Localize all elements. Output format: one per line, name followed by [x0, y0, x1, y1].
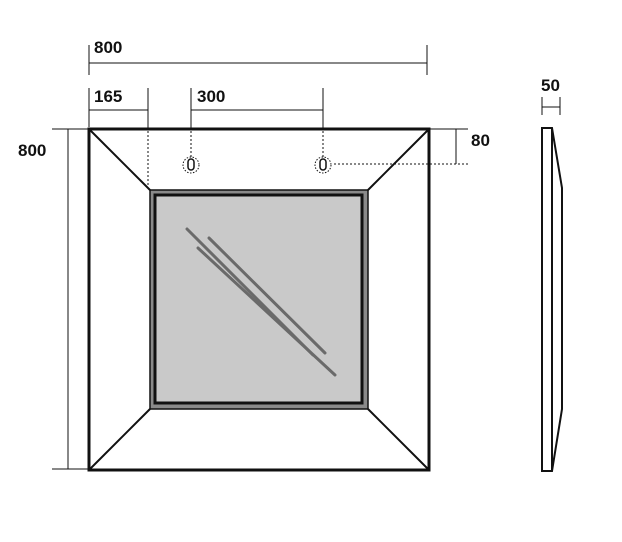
keyhole-offset-top-dimension [334, 128, 468, 165]
glass-reflection-lines [185, 227, 337, 377]
overall-width-label: 800 [94, 38, 122, 57]
overall-width-dimension [88, 45, 428, 75]
keyhole-offset-top-label: 80 [471, 131, 490, 150]
keyhole-offset-dimension [88, 88, 149, 188]
overall-height-dimension [52, 128, 88, 470]
mirror-frame [87, 127, 431, 472]
side-profile [541, 127, 563, 472]
keyhole-icon [182, 156, 200, 174]
depth-label: 50 [541, 76, 560, 95]
keyhole-spacing-label: 300 [197, 87, 225, 106]
overall-height-label: 800 [18, 141, 46, 160]
depth-dimension [541, 97, 561, 115]
keyhole-spacing-dimension [190, 88, 324, 158]
keyhole-icon [314, 156, 332, 174]
keyhole-offset-left-label: 165 [94, 87, 122, 106]
